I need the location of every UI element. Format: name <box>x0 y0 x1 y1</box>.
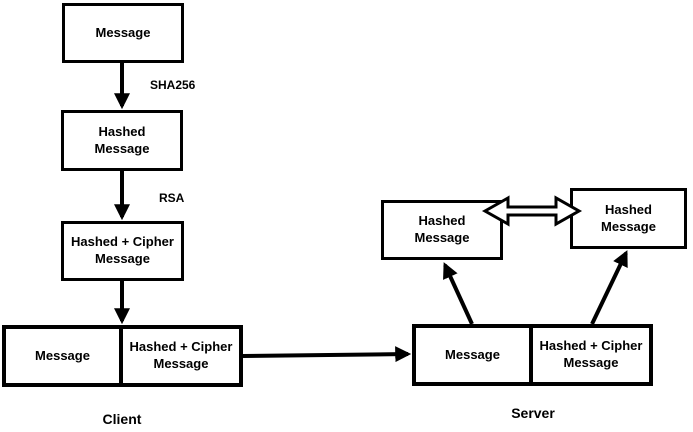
server-computed-hash-box: Hashed Message <box>381 200 503 260</box>
client-packet-message-cell: Message <box>6 329 123 383</box>
client-combined-packet-box: Message Hashed + Cipher Message <box>2 325 243 387</box>
server-combined-packet-box: Message Hashed + Cipher Message <box>412 324 653 386</box>
client-message-label: Message <box>95 24 151 40</box>
sha256-edge-label: SHA256 <box>150 78 196 92</box>
arrow-message-to-computed-hash <box>443 262 474 325</box>
client-packet-hashed-cipher-label: Hashed + Cipher Message <box>129 339 233 371</box>
server-decrypted-hash-box: Hashed Message <box>570 188 687 249</box>
server-packet-message-label: Message <box>445 346 500 362</box>
server-packet-hashed-cipher-label: Hashed + Cipher Message <box>539 338 643 370</box>
arrow-client-to-server <box>242 346 412 363</box>
rsa-edge-label: RSA <box>159 191 185 205</box>
client-packet-hashed-cipher-cell: Hashed + Cipher Message <box>123 329 239 383</box>
server-packet-hashed-cipher-cell: Hashed + Cipher Message <box>533 328 649 382</box>
server-decrypted-hash-label: Hashed Message <box>601 201 656 234</box>
client-hashed-message-label: Hashed Message <box>94 123 150 156</box>
client-message-box: Message <box>62 3 184 63</box>
client-packet-message-label: Message <box>35 347 90 363</box>
client-hashed-cipher-label: Hashed + Cipher Message <box>71 234 174 266</box>
server-packet-message-cell: Message <box>416 328 533 382</box>
client-hashed-message-box: Hashed Message <box>61 110 183 171</box>
client-hashed-cipher-box: Hashed + Cipher Message <box>61 221 184 281</box>
server-section-label: Server <box>511 405 555 421</box>
server-computed-hash-label: Hashed Message <box>414 213 470 245</box>
arrow-cipher-to-decrypted-hash <box>590 250 628 325</box>
client-section-label: Client <box>102 411 142 427</box>
